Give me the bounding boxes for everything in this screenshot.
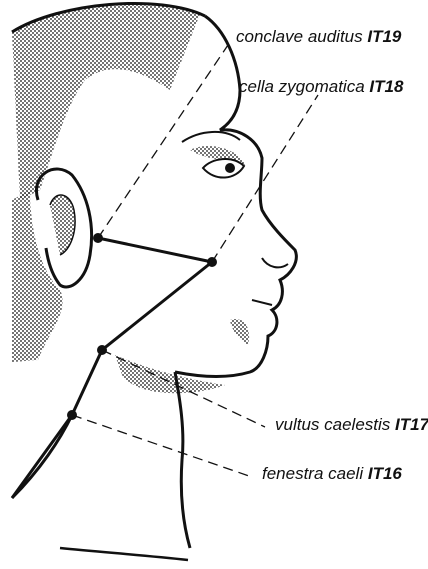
eye-outline: [203, 159, 244, 178]
label-it18-name: cella zygomatica: [239, 77, 365, 96]
hair-shading: [12, 3, 200, 200]
label-it19-code: IT19: [367, 27, 401, 46]
nostril: [262, 258, 288, 267]
label-it19-name: conclave auditus: [236, 27, 363, 46]
leader-it16: [72, 415, 252, 477]
label-it18: cella zygomatica IT18: [239, 78, 403, 95]
label-it17: vultus caelestis IT17: [275, 416, 428, 433]
chin-shading: [230, 319, 249, 345]
mouth-line: [252, 300, 272, 305]
label-it19: conclave auditus IT19: [236, 28, 401, 45]
label-it16-name: fenestra caeli: [262, 464, 363, 483]
label-it17-code: IT17: [395, 415, 428, 434]
leader-it18: [212, 95, 318, 262]
label-it17-name: vultus caelestis: [275, 415, 390, 434]
label-it18-code: IT18: [369, 77, 403, 96]
ear-inner: [50, 195, 75, 255]
eye-iris: [225, 163, 235, 173]
neck-front: [175, 372, 190, 548]
label-it16: fenestra caeli IT16: [262, 465, 402, 482]
brow-line: [182, 132, 240, 142]
jaw-shading: [115, 355, 225, 393]
shoulder-line: [60, 548, 188, 560]
label-it16-code: IT16: [368, 464, 402, 483]
